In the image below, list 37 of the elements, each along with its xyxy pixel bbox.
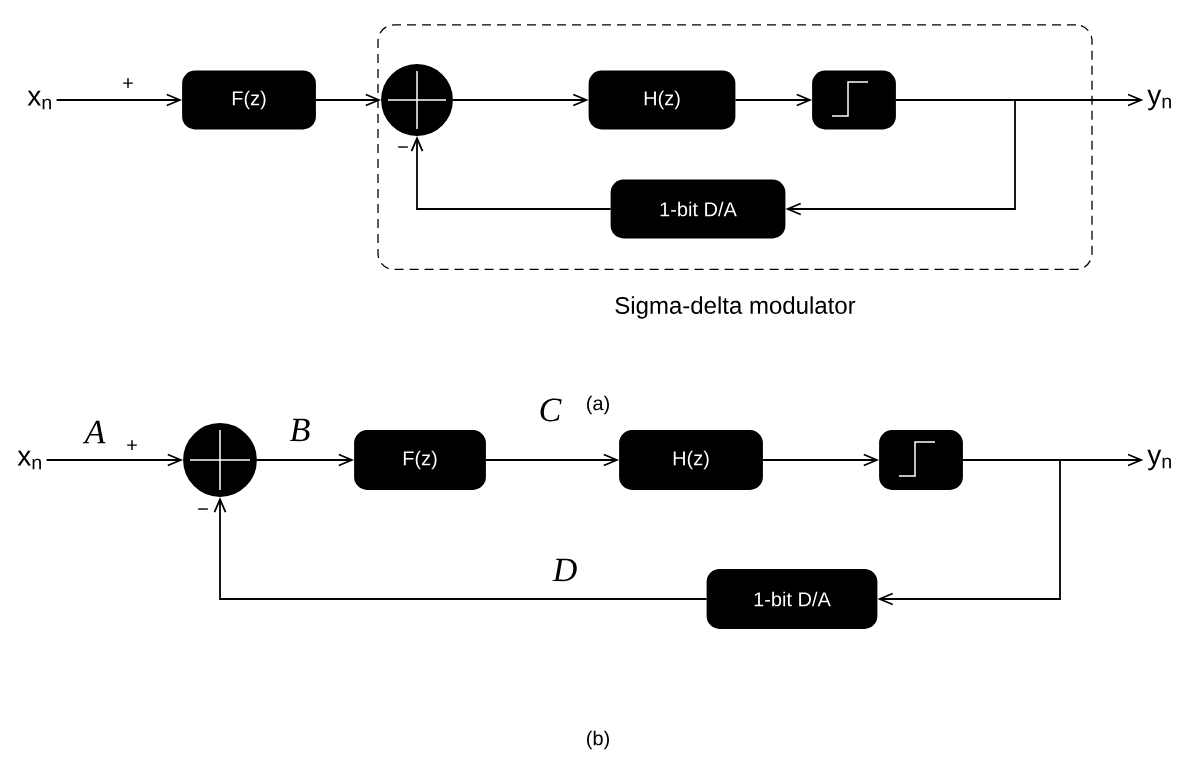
- signal-label: y$_{n}$: [1147, 449, 1171, 471]
- block-box: H(z): [619, 430, 763, 490]
- arrow: [785, 99, 1016, 216]
- edge-label: B: [288, 417, 312, 443]
- arrow: [256, 453, 355, 467]
- edge-label: D: [551, 557, 579, 583]
- arrow: [45, 453, 184, 467]
- arrow: [410, 135, 612, 210]
- arrow: [762, 453, 880, 467]
- node-label: Sigma-delta modulator: [615, 296, 856, 319]
- quantizer-box: [812, 70, 896, 130]
- edge-label: C: [537, 397, 563, 423]
- signal-label: x$_{n}$: [17, 450, 41, 470]
- block-box: F(z): [354, 430, 486, 490]
- block-box: 1-bit D/A: [706, 569, 878, 629]
- block-box: 1-bit D/A: [610, 179, 786, 239]
- quantizer-box: [879, 430, 963, 490]
- signal-label: x$_{n}$: [27, 90, 51, 110]
- arrow: [877, 459, 1061, 606]
- sign-label: −: [398, 146, 408, 148]
- arrow: [55, 93, 183, 107]
- summing-junction: [183, 423, 257, 497]
- panel-label: (b): [587, 730, 609, 750]
- sign-label: −: [198, 508, 208, 510]
- arrow: [485, 453, 620, 467]
- block-box: F(z): [182, 70, 316, 130]
- summing-junction: [381, 64, 453, 136]
- block-box: H(z): [588, 70, 736, 130]
- arrow: [213, 496, 708, 600]
- sign-label: +: [127, 440, 137, 450]
- signal-label: y$_{n}$: [1147, 89, 1171, 111]
- arrow: [452, 93, 589, 107]
- panel-label: (a): [587, 395, 609, 415]
- sign-label: +: [123, 78, 133, 88]
- edge-label: A: [82, 419, 107, 445]
- arrow: [315, 93, 382, 107]
- arrow: [734, 93, 813, 107]
